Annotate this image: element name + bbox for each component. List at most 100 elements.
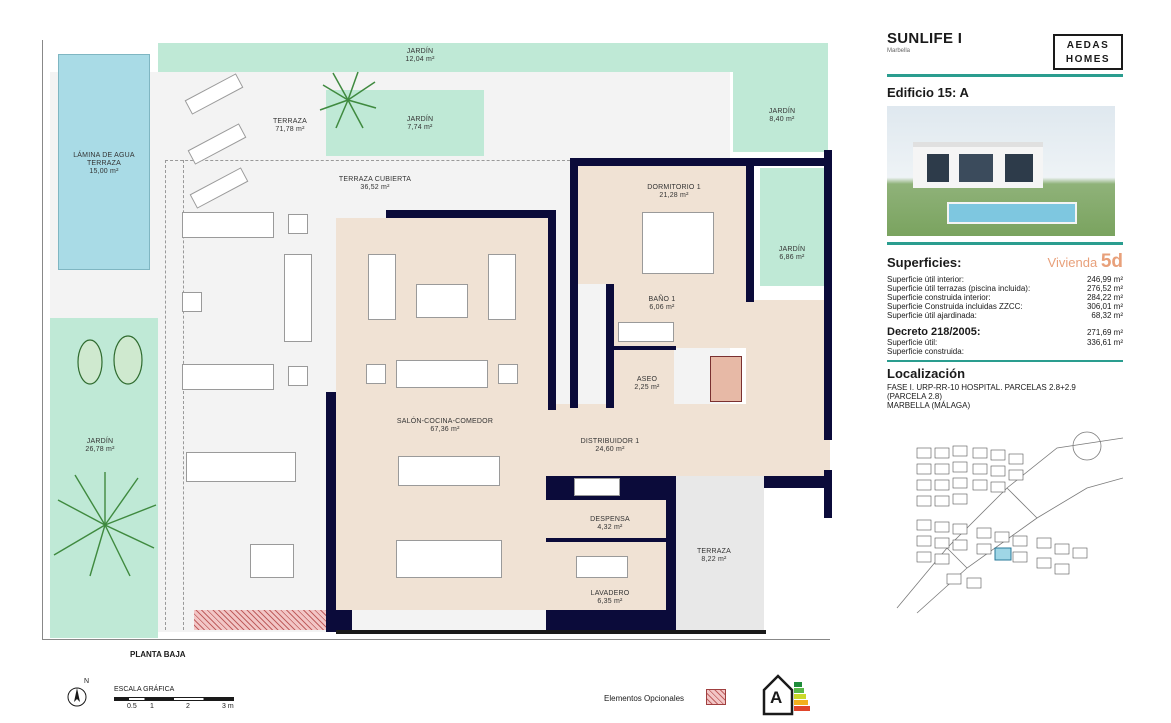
energy-rating-icon	[762, 672, 810, 716]
project-name: SUNLIFE I	[887, 30, 963, 47]
sofa	[488, 254, 516, 320]
coffee-table	[416, 284, 468, 318]
logo-line2: HOMES	[1065, 54, 1111, 65]
aedas-homes-logo: AEDAS HOMES	[1053, 34, 1123, 70]
stair-hall	[746, 300, 830, 476]
info-panel: SUNLIFE I Marbella AEDAS HOMES Edificio …	[887, 30, 1124, 618]
superficie-row: Superficie útil terrazas (piscina inclui…	[887, 284, 1123, 293]
scale-tick: 1	[150, 703, 154, 710]
optional-elements-label: Elementos Opcionales	[604, 694, 685, 703]
superficie-row: Superficie útil ajardinada:68,32 m²	[887, 311, 1123, 320]
room-aseo	[614, 350, 674, 404]
scale-tick: 2	[186, 703, 190, 710]
wall	[336, 630, 766, 634]
energy-rating-letter: A	[770, 688, 783, 707]
sofa	[396, 360, 488, 388]
project-city: Marbella	[887, 48, 911, 54]
decreto-row: Superficie construida:	[887, 347, 964, 356]
building-title: Edificio 15: A	[887, 85, 969, 100]
wall	[386, 210, 554, 218]
armchair	[498, 364, 518, 384]
optional-element-hatch	[194, 610, 326, 630]
superficie-row: Superficie Construida incluidas ZZCC:306…	[887, 302, 1123, 311]
room-terraza-2	[676, 476, 764, 632]
wall	[824, 470, 832, 518]
site-plan-map	[887, 428, 1124, 618]
localizacion-title: Localización	[887, 366, 966, 381]
decreto-section: Decreto 218/2005: 271,69 m² Superficie ú…	[887, 326, 1123, 356]
bed	[642, 212, 714, 274]
wall	[546, 610, 676, 632]
palm-icon	[318, 70, 378, 130]
superficie-row: Superficie útil interior:246,99 m²	[887, 275, 1123, 284]
shrub-icon	[70, 332, 150, 394]
decreto-value: 271,69 m²	[1086, 328, 1123, 337]
outdoor-table	[250, 544, 294, 578]
garden-top	[158, 43, 828, 72]
scale-bar	[114, 697, 234, 701]
outdoor-armchair	[288, 366, 308, 386]
floor-title: PLANTA BAJA	[130, 650, 186, 659]
wall	[666, 476, 676, 632]
covered-terrace-edge-mid	[183, 160, 184, 630]
room-despensa	[548, 500, 666, 540]
garden-right	[733, 72, 828, 152]
scale-tick: 3 m	[222, 703, 234, 710]
elevator	[710, 356, 742, 402]
divider	[887, 360, 1123, 362]
wall	[570, 158, 578, 408]
outdoor-sofa	[182, 364, 274, 390]
wall	[570, 158, 828, 166]
palm-icon	[50, 470, 160, 580]
armchair	[366, 364, 386, 384]
wall	[606, 346, 676, 350]
north-label: N	[84, 678, 90, 685]
north-arrow-icon	[66, 686, 88, 708]
scale-title: ESCALA GRÁFICA	[114, 686, 175, 693]
wall	[546, 538, 666, 542]
decreto-title: Decreto 218/2005:	[887, 326, 981, 338]
plan-outline	[42, 40, 830, 640]
wall	[824, 150, 832, 440]
wall	[548, 210, 556, 410]
wall	[336, 610, 352, 632]
outdoor-dining-table	[186, 452, 296, 482]
outdoor-armchair	[288, 214, 308, 234]
sofa	[368, 254, 396, 320]
bathtub	[574, 478, 620, 496]
building-rendering	[887, 106, 1115, 236]
decreto-row: Superficie útil:336,61 m²	[887, 338, 1123, 347]
garden-small	[760, 168, 824, 286]
outdoor-sofa	[182, 212, 274, 238]
localizacion-text: FASE I. URP-RR-10 HOSPITAL. PARCELAS 2.8…	[887, 383, 1076, 410]
outdoor-armchair	[182, 292, 202, 312]
garden-left-bottom	[50, 612, 158, 638]
wall	[746, 166, 754, 302]
wall	[764, 476, 824, 488]
covered-terrace-edge	[165, 160, 570, 161]
counter	[576, 556, 628, 578]
dining-table	[398, 456, 500, 486]
superficies-list: Superficie útil interior:246,99 m² Super…	[887, 275, 1123, 320]
pool-lamina	[58, 54, 150, 270]
covered-terrace-edge-left	[165, 160, 166, 630]
divider	[887, 74, 1123, 77]
wall	[326, 392, 336, 632]
kitchen-island	[396, 540, 502, 578]
